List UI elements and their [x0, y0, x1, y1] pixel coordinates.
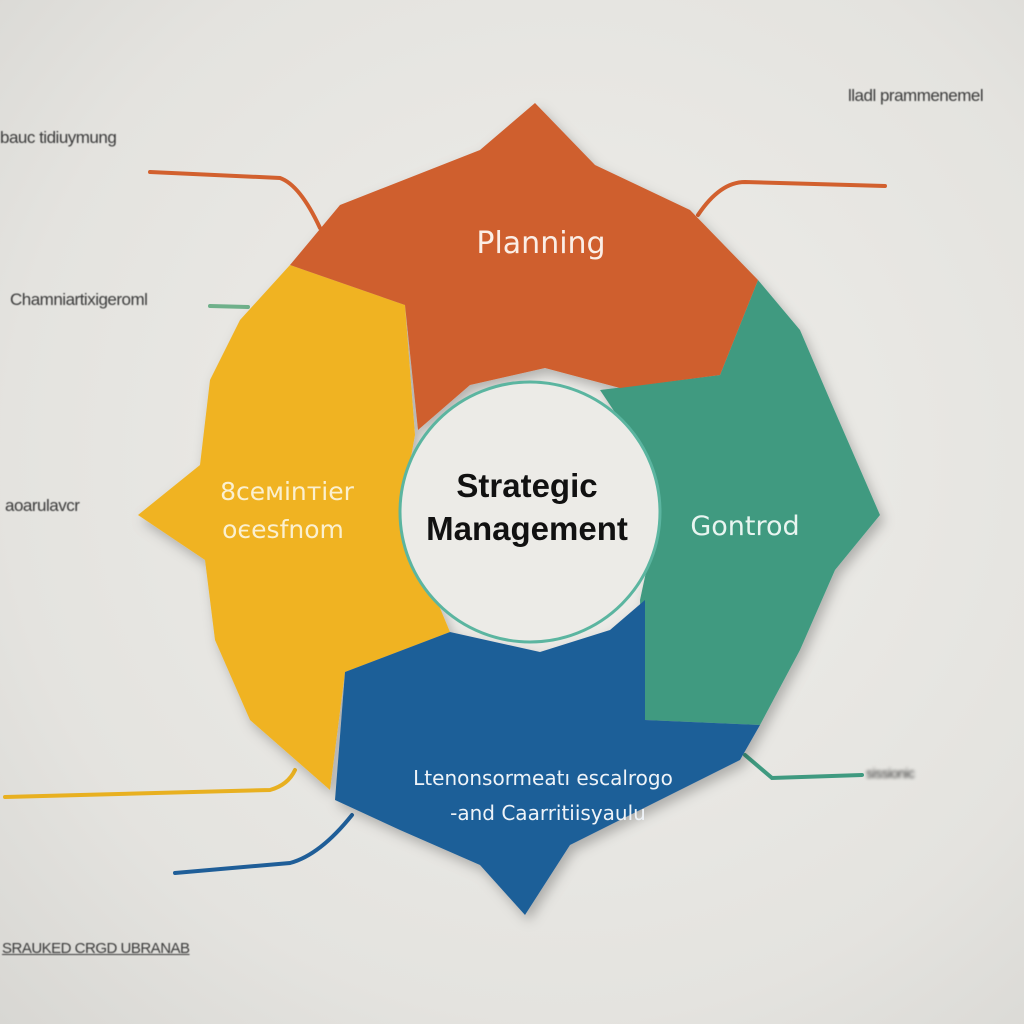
side-label-left: aoarulavcr — [5, 496, 80, 515]
segment-label-bottom-line2: -and Caarritiisyaulu — [450, 801, 646, 825]
segment-label-left-line2: оєesfnom — [222, 515, 344, 544]
segment-planning[interactable] — [290, 103, 758, 430]
segment-left[interactable] — [138, 265, 450, 790]
center-title-line1: Strategic — [456, 467, 597, 504]
segment-control[interactable] — [600, 280, 880, 725]
side-label-top-right: lladl prammenemel — [848, 86, 984, 105]
connector-line — [696, 179, 887, 217]
connector-line — [743, 753, 864, 781]
connector-line — [3, 768, 297, 799]
center-hub — [398, 380, 662, 644]
center-title-line2: Management — [426, 510, 628, 547]
connector-line — [208, 304, 250, 309]
segment-label-planning: Planning — [476, 226, 605, 261]
segment-label-control: Gontrod — [690, 511, 799, 542]
side-label-top-left: bauc tidiuymung — [0, 128, 117, 147]
connector-line — [148, 170, 322, 230]
segment-label-left-line1: 8семіnтіer — [220, 477, 355, 506]
segment-label-bottom-line1: Ltenonsormeatı escalrogo — [413, 766, 673, 790]
segment-bottom[interactable] — [335, 600, 760, 915]
side-label-mid-left: Chamniartixigeroml — [10, 290, 148, 309]
connector-line — [173, 813, 354, 875]
side-label-bottom-left: SRAUKED CRGD UBRANAB — [2, 940, 190, 957]
side-label-bottom-right: sissionic — [866, 765, 915, 781]
